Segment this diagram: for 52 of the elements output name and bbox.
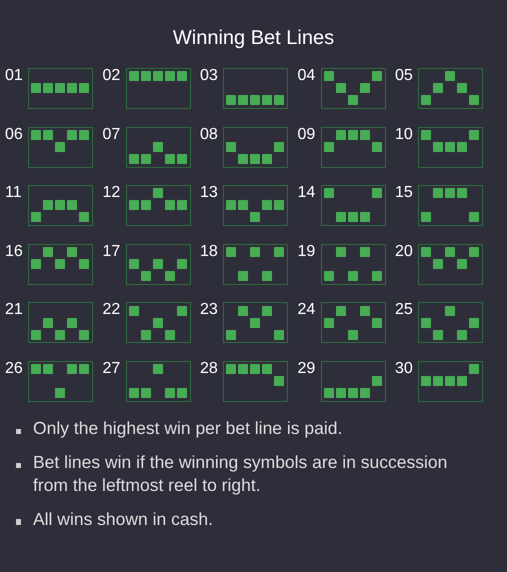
line-number: 27: [102, 361, 120, 377]
line-number: 21: [5, 302, 23, 318]
line-number: 10: [395, 126, 413, 143]
line-number: 09: [298, 126, 316, 143]
line-number: 16: [5, 244, 23, 260]
line-number: 25: [395, 302, 413, 318]
line-number: 30: [395, 361, 413, 377]
payline-box: [126, 68, 190, 109]
payline-box: [223, 185, 288, 226]
payline-box: [418, 361, 483, 402]
line-number: 08: [200, 126, 218, 143]
line-number: 18: [200, 244, 218, 260]
line-number: 28: [200, 361, 218, 377]
line-number: 03: [200, 68, 218, 84]
payline-box: [28, 302, 93, 344]
payline-box: [223, 126, 288, 168]
line-number: 14: [298, 185, 316, 202]
line-number: 24: [298, 302, 316, 318]
payline-box: [223, 361, 288, 402]
payline-box: [28, 126, 93, 168]
payline-box: [28, 185, 93, 226]
payline-box: [126, 126, 190, 168]
line-number: 04: [298, 68, 316, 84]
note-text: Only the highest win per bet line is paid.: [33, 417, 344, 440]
line-number: 17: [102, 244, 120, 260]
line-number: 20: [395, 244, 413, 260]
payline-box: [418, 244, 483, 285]
line-number: 05: [395, 68, 413, 84]
payline-box: [418, 126, 483, 168]
line-number: 06: [5, 126, 23, 143]
payline-box: [320, 126, 386, 168]
line-number: 01: [5, 68, 23, 84]
payline-box: [28, 68, 93, 109]
payline-box: [126, 185, 190, 226]
line-number: 07: [102, 126, 120, 143]
line-number: 22: [102, 302, 120, 318]
note-text: All wins shown in cash.: [33, 508, 214, 531]
line-number: 19: [298, 244, 316, 260]
payline-box: [28, 244, 93, 285]
payline-box: [126, 244, 190, 285]
note-text: Bet lines win if the winning symbols are in succession from the leftmost reel to right.: [33, 451, 448, 497]
payline-box: [223, 68, 288, 109]
line-number: 26: [5, 361, 23, 377]
line-number: 15: [395, 185, 413, 202]
line-number: 13: [200, 185, 218, 202]
line-number: 12: [102, 185, 120, 202]
payline-box: [320, 361, 386, 402]
line-number: 11: [5, 185, 22, 202]
line-number: 23: [200, 302, 218, 318]
title: Winning Bet Lines: [172, 26, 336, 50]
line-number: 29: [298, 361, 316, 377]
line-number: 02: [102, 68, 120, 84]
